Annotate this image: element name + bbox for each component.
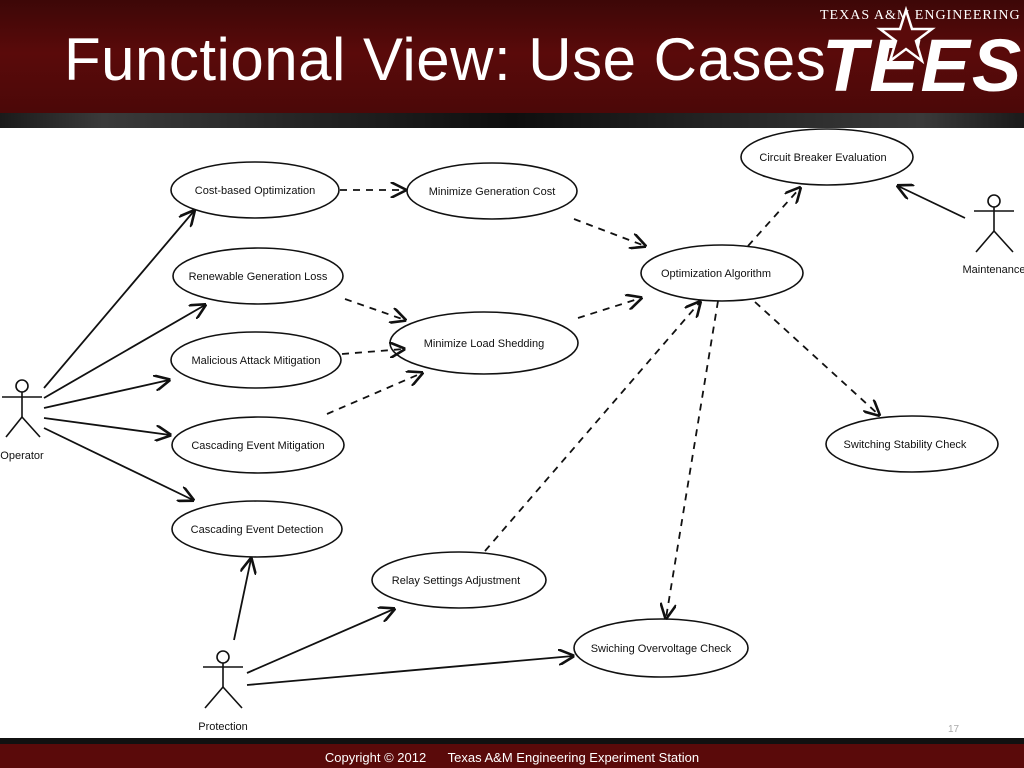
slide-footer: Copyright © 2012 Texas A&M Engineering E… [0,738,1024,768]
slide-title: Functional View: Use Cases [64,26,827,93]
star-icon [876,6,936,65]
svg-text:Cost-based Optimization: Cost-based Optimization [195,185,315,197]
svg-text:Optimization Algorithm: Optimization Algorithm [661,268,771,280]
svg-text:Minimize Generation Cost: Minimize Generation Cost [429,186,556,198]
svg-text:Swiching Overvoltage Check: Swiching Overvoltage Check [591,643,732,655]
logo-wordmark: TEES [822,24,1024,107]
actor-protection-label: Protection [198,721,248,733]
use-case-circuit-breaker-evaluation: Circuit Breaker Evaluation [740,128,914,186]
header-divider [0,113,1024,128]
use-case-minimize-load-shedding: Minimize Load Shedding [389,311,579,375]
use-case-optimization-algorithm: Optimization Algorithm [640,244,804,302]
use-case-switching-stability-check: Switching Stability Check [825,415,999,473]
svg-text:Relay Settings Adjustment: Relay Settings Adjustment [392,575,520,587]
use-case-malicious-attack-mitigation: Malicious Attack Mitigation [170,331,342,389]
slide-header: Functional View: Use Cases TEXAS A&M ENG… [0,0,1024,118]
svg-text:Minimize Load Shedding: Minimize Load Shedding [424,338,544,350]
actor-maintenance-label: Maintenance [963,264,1024,276]
use-case-cascading-event-detection: Cascading Event Detection [171,500,343,558]
svg-text:Cascading Event Detection: Cascading Event Detection [191,524,324,536]
svg-text:Malicious Attack Mitigation: Malicious Attack Mitigation [192,355,321,367]
svg-text:Switching Stability Check: Switching Stability Check [844,439,967,451]
page-number: 17 [948,724,960,735]
use-case-relay-settings-adjustment: Relay Settings Adjustment [371,551,547,609]
use-case-diagram: Cost-based Optimization Renewable Genera… [0,128,1024,733]
svg-text:Circuit Breaker Evaluation: Circuit Breaker Evaluation [759,152,886,164]
actor-maintenance-icon [974,194,1014,253]
footer-copyright: Copyright © 2012 Texas A&M Engineering E… [324,750,700,765]
actor-operator-label: Operator [0,450,44,462]
use-case-swiching-overvoltage-check: Swiching Overvoltage Check [573,618,749,678]
association-lines [43,186,966,686]
tees-logo: TEXAS A&M ENGINEERING TEES [812,4,1021,112]
svg-text:Cascading Event Mitigation: Cascading Event Mitigation [191,440,324,452]
use-case-cost-based-optimization: Cost-based Optimization [170,161,340,219]
dependency-lines [326,188,879,618]
logo-caption: TEXAS A&M ENGINEERING [820,8,1021,23]
actor-protection-icon [203,650,243,709]
use-case-minimize-generation-cost: Minimize Generation Cost [406,162,578,220]
use-case-renewable-generation-loss: Renewable Generation Loss [172,247,344,305]
use-case-cascading-event-mitigation: Cascading Event Mitigation [171,416,345,474]
actor-operator-icon [2,379,42,438]
svg-text:Renewable Generation Loss: Renewable Generation Loss [189,271,328,283]
